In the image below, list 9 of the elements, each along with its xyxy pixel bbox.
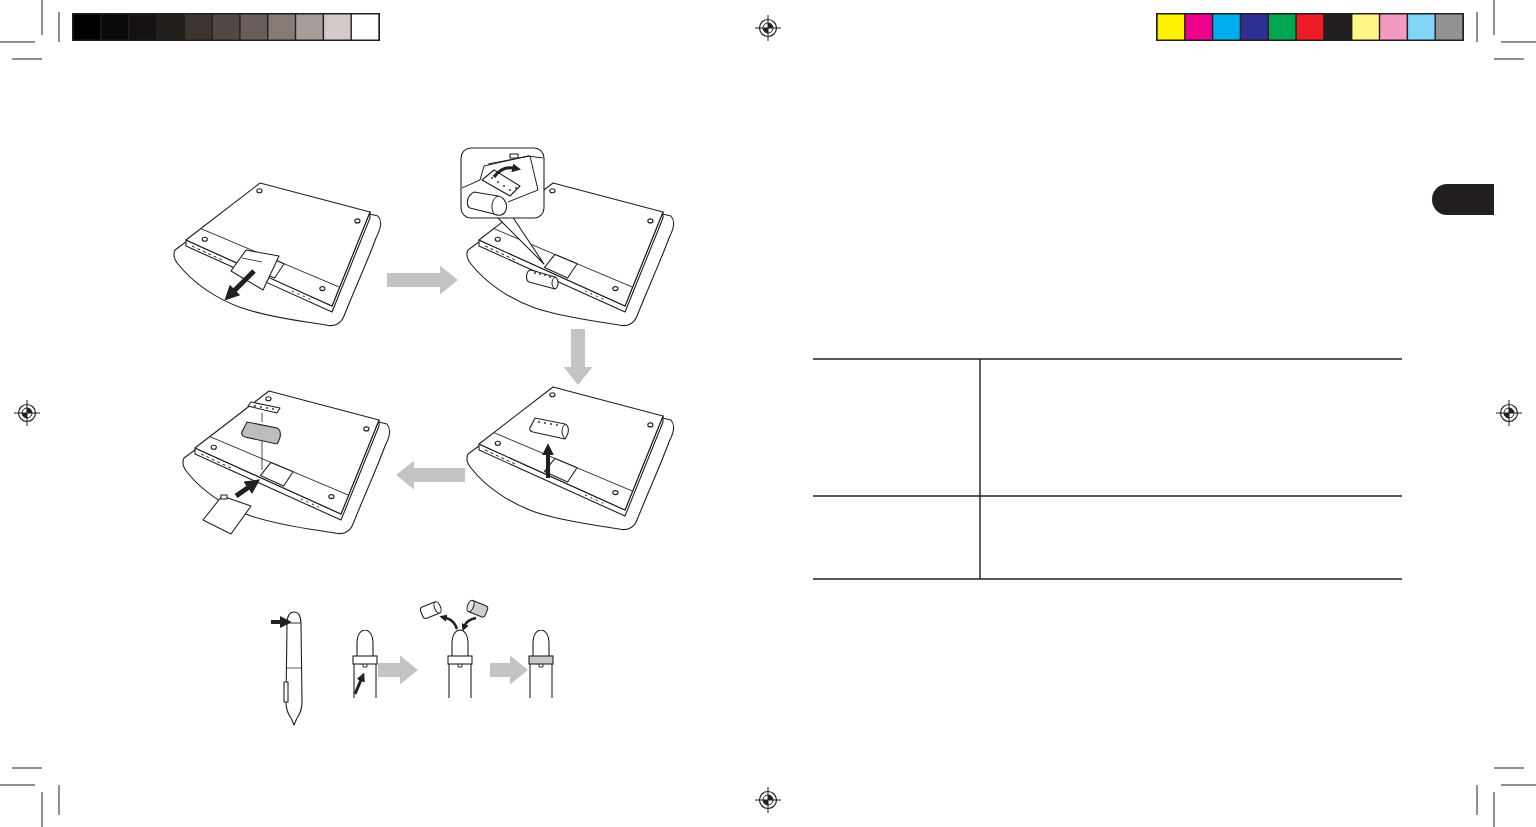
arrow (490, 655, 528, 685)
arrow (378, 655, 418, 685)
pen-illustration (270, 610, 304, 727)
arrow (387, 265, 458, 295)
arrow (396, 460, 465, 490)
pen-tip-illustration (528, 630, 554, 698)
pen-tip-illustration (352, 630, 378, 698)
arrow (563, 329, 593, 385)
pen-tip-illustration (418, 598, 490, 698)
